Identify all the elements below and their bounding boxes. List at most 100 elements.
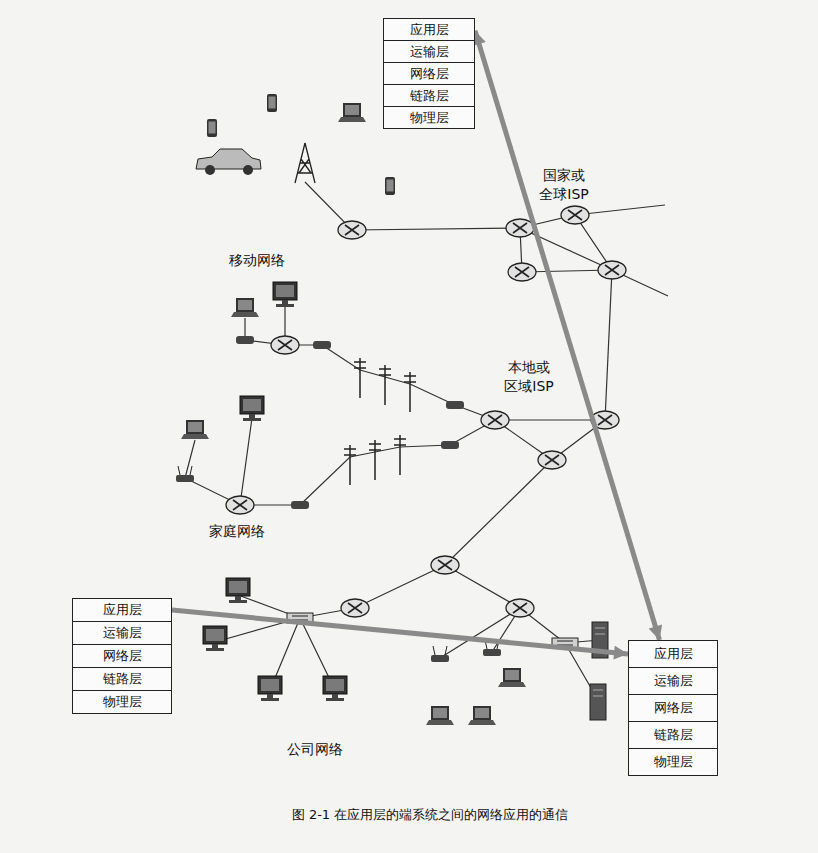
router-symbol xyxy=(506,219,534,237)
cloud-outline xyxy=(170,376,430,541)
router-symbol xyxy=(506,599,534,617)
pc-symbol xyxy=(258,676,282,701)
layer-box: 应用层 xyxy=(72,598,172,622)
pc-symbol xyxy=(203,626,227,651)
network-cloud: 国家或 全球ISP xyxy=(478,148,678,320)
layer-name: 运输层 xyxy=(654,673,693,689)
layer-box: 运输层 xyxy=(383,40,475,63)
link-line xyxy=(305,182,520,230)
pole-symbol xyxy=(354,358,366,398)
router-symbol xyxy=(271,336,299,354)
modem-symbol xyxy=(291,501,309,509)
layer-box: 物理层 xyxy=(72,690,172,714)
pc-symbol xyxy=(273,282,297,307)
modem-symbol xyxy=(236,336,254,344)
network-cloud: 公司网络 xyxy=(158,540,628,792)
pc-symbol xyxy=(240,396,264,421)
laptop-symbol xyxy=(468,706,496,725)
cloud-shape xyxy=(418,330,663,480)
pole-symbol xyxy=(344,445,356,485)
laptop-symbol xyxy=(498,668,526,687)
layer-name: 物理层 xyxy=(103,694,142,710)
layer-box: 应用层 xyxy=(383,18,475,41)
layer-name: 运输层 xyxy=(103,625,142,641)
router-symbol xyxy=(538,451,566,469)
link-line xyxy=(322,345,495,420)
pc-symbol xyxy=(226,578,250,603)
phone-symbol xyxy=(207,119,217,137)
communication-arrow xyxy=(172,610,628,654)
car-symbol xyxy=(196,149,261,175)
modem-symbol xyxy=(446,401,464,409)
link-line xyxy=(300,420,495,505)
layer-name: 链路层 xyxy=(410,88,449,104)
layer-box: 应用层 xyxy=(628,640,718,668)
router-symbol xyxy=(341,599,369,617)
layer-box: 链路层 xyxy=(383,84,475,107)
layer-name: 网络层 xyxy=(410,66,449,82)
layer-box: 链路层 xyxy=(72,667,172,691)
layer-name: 应用层 xyxy=(103,602,142,618)
layer-box: 网络层 xyxy=(72,644,172,668)
router-symbol xyxy=(598,261,626,279)
cloud-outline xyxy=(484,151,673,317)
layer-name: 网络层 xyxy=(654,700,693,716)
layer-name: 应用层 xyxy=(654,646,693,662)
layer-name: 网络层 xyxy=(103,648,142,664)
router-symbol xyxy=(508,263,536,281)
network-label: 公司网络 xyxy=(280,740,350,759)
link-line xyxy=(300,460,565,643)
laptop-symbol xyxy=(231,298,259,317)
layer-name: 链路层 xyxy=(103,671,142,687)
access-point-symbol xyxy=(431,646,449,662)
network-label: 家庭网络 xyxy=(202,522,272,541)
laptop-symbol xyxy=(338,103,366,122)
access-point-symbol xyxy=(176,466,194,482)
pole-symbol xyxy=(369,440,381,480)
pole-symbol xyxy=(379,365,391,405)
network-label: 国家或 全球ISP xyxy=(535,166,593,204)
cloud-outline xyxy=(163,545,623,788)
phone-symbol xyxy=(385,177,395,195)
layer-box: 物理层 xyxy=(383,106,475,129)
laptop-symbol xyxy=(426,706,454,725)
server-symbol xyxy=(590,684,606,720)
pole-symbol xyxy=(394,435,406,475)
layer-name: 物理层 xyxy=(410,110,449,126)
layer-box: 链路层 xyxy=(628,721,718,749)
tower-symbol xyxy=(295,143,315,183)
network-cloud: 本地或 区域ISP xyxy=(418,330,663,480)
network-label: 本地或 区域ISP xyxy=(500,358,558,396)
layer-box: 物理层 xyxy=(628,748,718,776)
link-line xyxy=(605,270,612,420)
cloud-shape xyxy=(165,372,435,544)
cloud-outline xyxy=(422,334,660,475)
layer-name: 链路层 xyxy=(654,727,693,743)
phone-symbol xyxy=(267,94,277,112)
layer-name: 运输层 xyxy=(410,44,449,60)
router-symbol xyxy=(481,411,509,429)
layer-box: 网络层 xyxy=(383,62,475,85)
pole-symbol xyxy=(404,372,416,412)
cloud-outline xyxy=(153,61,467,270)
layer-name: 应用层 xyxy=(410,22,449,38)
cloud-shape xyxy=(158,540,628,792)
communication-arrow xyxy=(475,31,660,640)
caption-text: 图 2-1 在应用层的端系统之间的网络应用的通信 xyxy=(210,806,650,824)
layer-box: 网络层 xyxy=(628,694,718,722)
router-symbol xyxy=(431,556,459,574)
link-line xyxy=(575,205,668,296)
layer-box: 运输层 xyxy=(72,621,172,645)
network-links xyxy=(185,182,668,700)
link-line xyxy=(440,608,600,700)
laptop-symbol xyxy=(181,420,209,439)
router-symbol xyxy=(338,221,366,239)
router-symbol xyxy=(561,206,589,224)
pc-symbol xyxy=(323,676,347,701)
layer-name: 物理层 xyxy=(654,754,693,770)
layer-box: 运输层 xyxy=(628,667,718,695)
network-cloud: 家庭网络 xyxy=(165,372,435,544)
network-label: 移动网络 xyxy=(222,251,292,270)
modem-symbol xyxy=(313,341,331,349)
